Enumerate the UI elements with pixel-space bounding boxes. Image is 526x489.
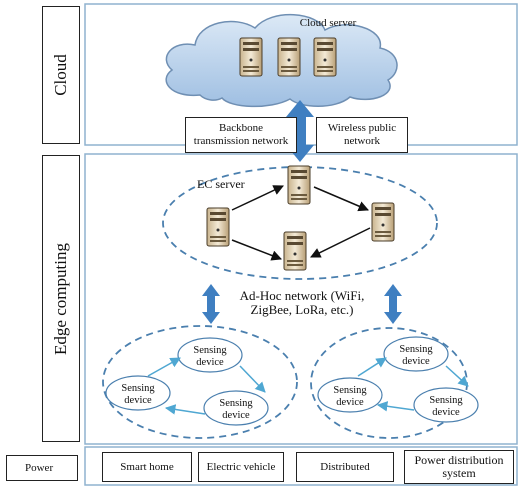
sensing-device-label: Sensing device bbox=[121, 383, 155, 406]
ec-link-arrow bbox=[313, 186, 369, 212]
power-distribution-label: Power distribution system bbox=[404, 450, 514, 484]
ec-server-label: EC server bbox=[197, 177, 245, 191]
ec-link-arrow bbox=[231, 239, 282, 261]
sensing-link-arrow bbox=[376, 401, 415, 412]
sensing-device-node bbox=[317, 377, 383, 413]
adhoc-network-label: Ad-Hoc network (WiFi, ZigBee, LoRa, etc.… bbox=[222, 288, 382, 318]
ec-link-arrow bbox=[231, 185, 284, 211]
sensing-link-arrow bbox=[445, 365, 469, 387]
sensing-device-label: Sensing device bbox=[399, 344, 433, 367]
cloud-layer-label: Cloud bbox=[42, 6, 80, 144]
sensing-link-arrow bbox=[239, 365, 266, 393]
smart-home-label: Smart home bbox=[102, 452, 192, 482]
sensing-device-node bbox=[203, 390, 269, 426]
bottom-frame bbox=[84, 446, 518, 486]
sensing-device-label: Sensing device bbox=[429, 395, 463, 418]
sensing-link-arrow bbox=[357, 357, 387, 377]
sensing-device-node bbox=[105, 375, 171, 411]
sensing-link-arrow bbox=[164, 404, 206, 415]
power-label: Power bbox=[6, 455, 78, 481]
wireless-network-label: Wireless public network bbox=[316, 117, 408, 153]
server-icon bbox=[313, 37, 337, 77]
sensing-device-label: Sensing device bbox=[193, 345, 227, 368]
adhoc-arrow-right bbox=[384, 284, 402, 324]
sensing-group-left bbox=[102, 325, 298, 439]
sensing-link-arrow bbox=[147, 357, 181, 377]
backbone-network-label: Backbone transmission network bbox=[185, 117, 297, 153]
edge-layer-label: Edge computing bbox=[42, 155, 80, 442]
sensing-device-label: Sensing device bbox=[333, 385, 367, 408]
server-icon bbox=[206, 207, 230, 247]
server-icon bbox=[287, 165, 311, 205]
adhoc-arrow-left bbox=[202, 284, 220, 324]
server-icon bbox=[277, 37, 301, 77]
ec-link-arrow bbox=[310, 227, 371, 258]
server-icon bbox=[371, 202, 395, 242]
sensing-device-node bbox=[383, 336, 449, 372]
distributed-label: Distributed bbox=[296, 452, 394, 482]
sensing-device-label: Sensing device bbox=[219, 398, 253, 421]
sensing-device-node bbox=[177, 337, 243, 373]
server-icon bbox=[239, 37, 263, 77]
electric-vehicle-label: Electric vehicle bbox=[198, 452, 284, 482]
sensing-device-node bbox=[413, 387, 479, 423]
cloud-server-label: Cloud server bbox=[299, 17, 357, 29]
server-icon bbox=[283, 231, 307, 271]
